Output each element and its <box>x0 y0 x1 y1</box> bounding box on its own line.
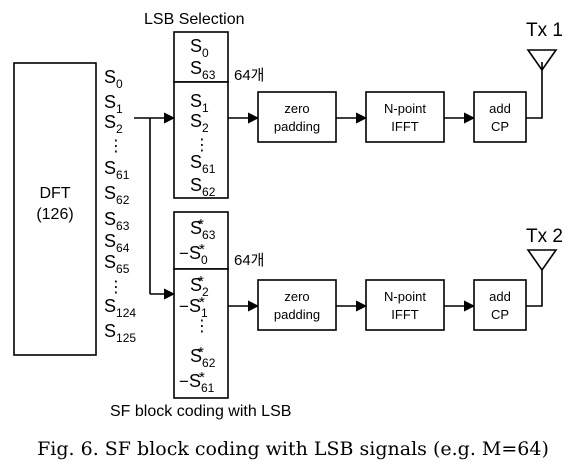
dft-output-5: S62 <box>104 183 130 207</box>
dft-label: DFT <box>39 185 70 202</box>
lower-zero-line1: zero <box>284 289 309 304</box>
upper-cp-line1: add <box>489 101 511 116</box>
upper-main-signal-0: S1 <box>190 91 209 115</box>
antenna-tx2-icon <box>526 249 558 272</box>
lower-top-signal-1-conj-star: * <box>199 241 205 258</box>
wire-upper-to-antenna <box>526 62 543 119</box>
lower-main-signal-3-conj-star: * <box>198 344 204 361</box>
lower-cp-line1: add <box>489 289 511 304</box>
lower-main-signal-0-conj-star: * <box>198 273 204 290</box>
lower-ifft-line1: N-point <box>384 289 426 304</box>
lsb-selection-label: LSB Selection <box>144 11 245 28</box>
lower-zero-padding-box <box>257 279 337 331</box>
lower-main-signal-0: S2 <box>190 275 209 299</box>
dft-output-9-ellipsis: ⋮ <box>108 279 124 296</box>
upper-ifft-line1: N-point <box>384 101 426 116</box>
lower-zero-line2: padding <box>274 307 320 322</box>
upper-lsb-main-box <box>173 81 229 199</box>
dft-output-7: S64 <box>104 231 130 255</box>
lower-main-signal-3: S62 <box>190 346 216 370</box>
lower-cp-line2: CP <box>491 307 509 322</box>
lower-block-signals: S63*−S0*S2*−S1*⋮S62*−S61* <box>179 216 216 395</box>
dft-size-label: (126) <box>36 206 73 223</box>
lower-main-signal-1-conj-star: * <box>199 294 205 311</box>
lower-ifft-box <box>365 279 445 331</box>
dft-output-10: S124 <box>104 296 136 320</box>
upper-top-signal-1: S63 <box>190 58 216 82</box>
upper-main-signal-1: S2 <box>190 111 209 135</box>
lower-sf-main-box <box>173 268 229 399</box>
antenna-tx1-icon <box>526 49 558 72</box>
dft-output-2: S2 <box>104 112 123 136</box>
dft-output-0: S0 <box>104 67 123 91</box>
upper-cp-line2: CP <box>491 119 509 134</box>
upper-zero-padding-box <box>257 91 337 143</box>
upper-main-signal-3: S61 <box>190 152 216 176</box>
dft-output-8: S65 <box>104 252 130 276</box>
lower-top-signal-0-conj-star: * <box>198 216 204 233</box>
dft-output-11: S125 <box>104 321 136 345</box>
lower-main-signal-1: −S1 <box>179 296 208 320</box>
lower-ifft-line2: IFFT <box>391 307 418 322</box>
lower-cp-box <box>473 279 527 331</box>
figure-caption: Fig. 6. SF block coding with LSB signals… <box>37 438 549 460</box>
upper-main-signal-4: S62 <box>190 175 216 199</box>
upper-ifft-box <box>365 91 445 143</box>
lower-main-signal-4: −S61 <box>179 371 215 395</box>
lower-count-label: 64개 <box>234 252 265 269</box>
tx2-label: Tx 2 <box>526 226 563 247</box>
upper-top-signal-0: S0 <box>190 36 209 60</box>
sf-block-coding-label: SF block coding with LSB <box>110 403 291 420</box>
dft-output-1: S1 <box>104 92 123 116</box>
upper-main-signal-2-ellipsis: ⋮ <box>194 137 210 154</box>
dft-box <box>13 62 97 356</box>
wire-lower-to-antenna <box>526 270 543 307</box>
lower-top-signal-0: S63 <box>190 218 216 242</box>
lower-main-signal-4-conj-star: * <box>199 369 205 386</box>
dft-output-6: S63 <box>104 209 130 233</box>
upper-zero-line2: padding <box>274 119 320 134</box>
upper-ifft-line2: IFFT <box>391 119 418 134</box>
dft-output-4: S61 <box>104 158 130 182</box>
lower-main-signal-2-ellipsis: ⋮ <box>194 318 210 335</box>
upper-count-label: 64개 <box>234 67 265 84</box>
tx1-label: Tx 1 <box>526 20 563 41</box>
upper-zero-line1: zero <box>284 101 309 116</box>
upper-cp-box <box>473 91 527 143</box>
dft-output-3-ellipsis: ⋮ <box>108 138 124 155</box>
upper-lsb-top-box <box>173 31 229 83</box>
lower-top-signal-1: −S0 <box>179 243 208 267</box>
